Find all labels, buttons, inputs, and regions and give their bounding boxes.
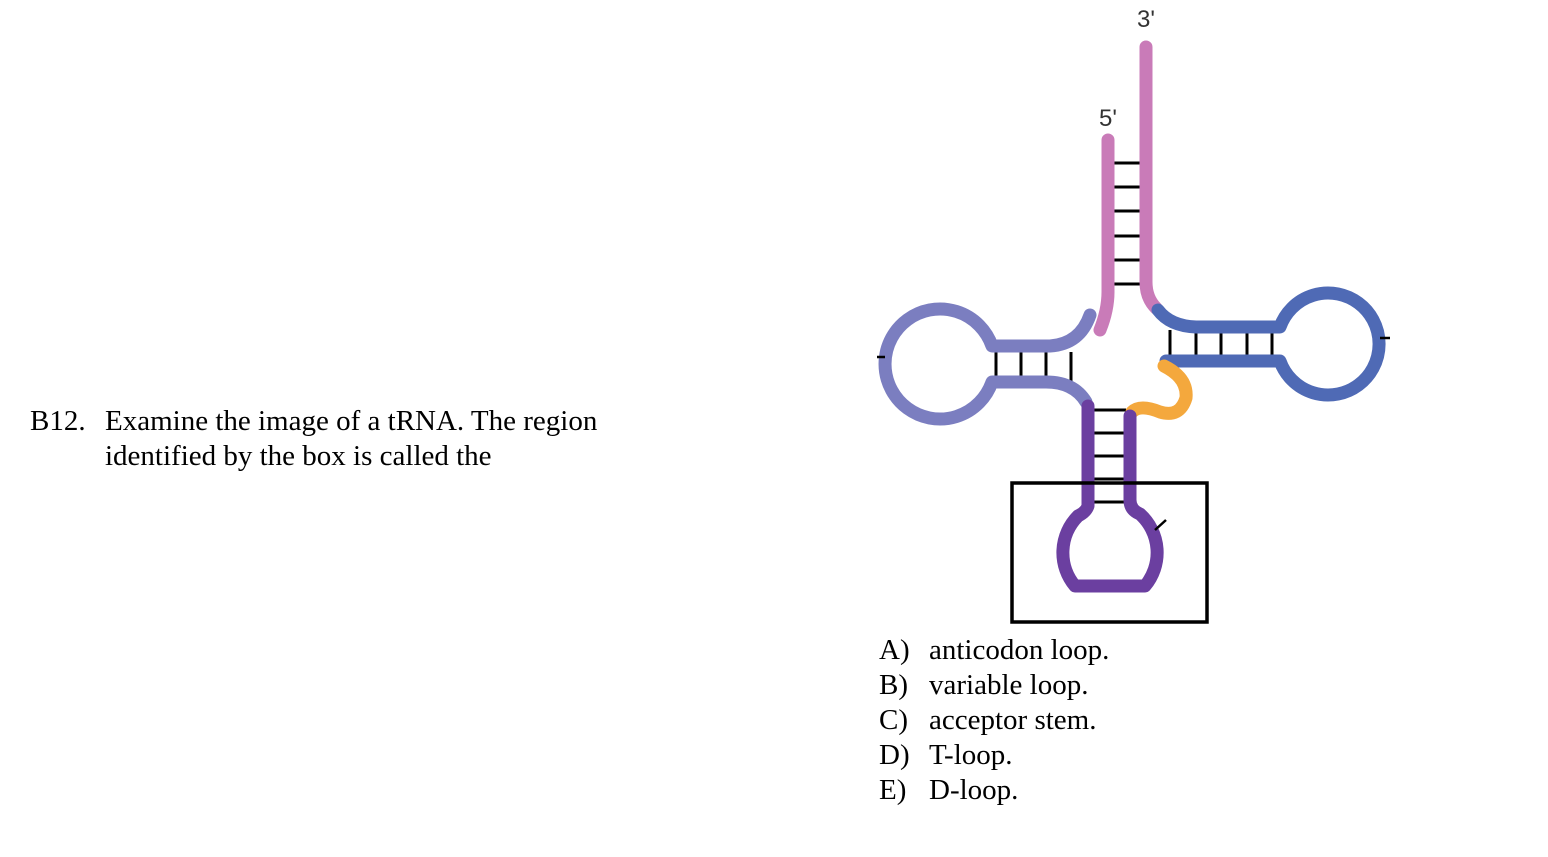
acceptor-stem-base-pairs: [1112, 161, 1142, 286]
choice-c-letter: C): [879, 704, 908, 736]
variable-loop-strand: [1125, 359, 1193, 420]
label-5-prime: 5': [1099, 105, 1117, 132]
choice-b-letter: B): [879, 669, 908, 701]
question-line-2: identified by the box is called the: [105, 440, 492, 472]
question-line-1: Examine the image of a tRNA. The region: [105, 405, 598, 437]
label-3-prime: 3': [1137, 6, 1155, 33]
choice-d-text: T-loop.: [929, 739, 1013, 771]
t-arm-strand: [1151, 286, 1386, 402]
choice-e-text: D-loop.: [929, 774, 1019, 806]
d-arm-strand: [878, 302, 1097, 426]
choice-a-text: anticodon loop.: [929, 634, 1110, 666]
choice-d-letter: D): [879, 739, 910, 771]
anticodon-arm-strand: [1056, 399, 1164, 593]
choice-a-letter: A): [879, 634, 910, 666]
question-text: Examine the image of a tRNA. The region …: [105, 404, 665, 474]
acceptor-5prime-strand: [1093, 133, 1115, 337]
anticodon-tick-mark: [1154, 519, 1167, 531]
d-stem-base-pairs: [994, 352, 1073, 382]
choice-e-letter: E): [879, 774, 907, 806]
choice-b-text: variable loop.: [929, 669, 1089, 701]
highlight-box: [1010, 481, 1209, 624]
choice-c-text: acceptor stem.: [929, 704, 1097, 736]
question-number: B12.: [30, 405, 86, 437]
t-stem-base-pairs: [1168, 330, 1274, 360]
acceptor-3prime-strand: [1139, 40, 1163, 315]
anticodon-stem-base-pairs: [1094, 408, 1126, 504]
